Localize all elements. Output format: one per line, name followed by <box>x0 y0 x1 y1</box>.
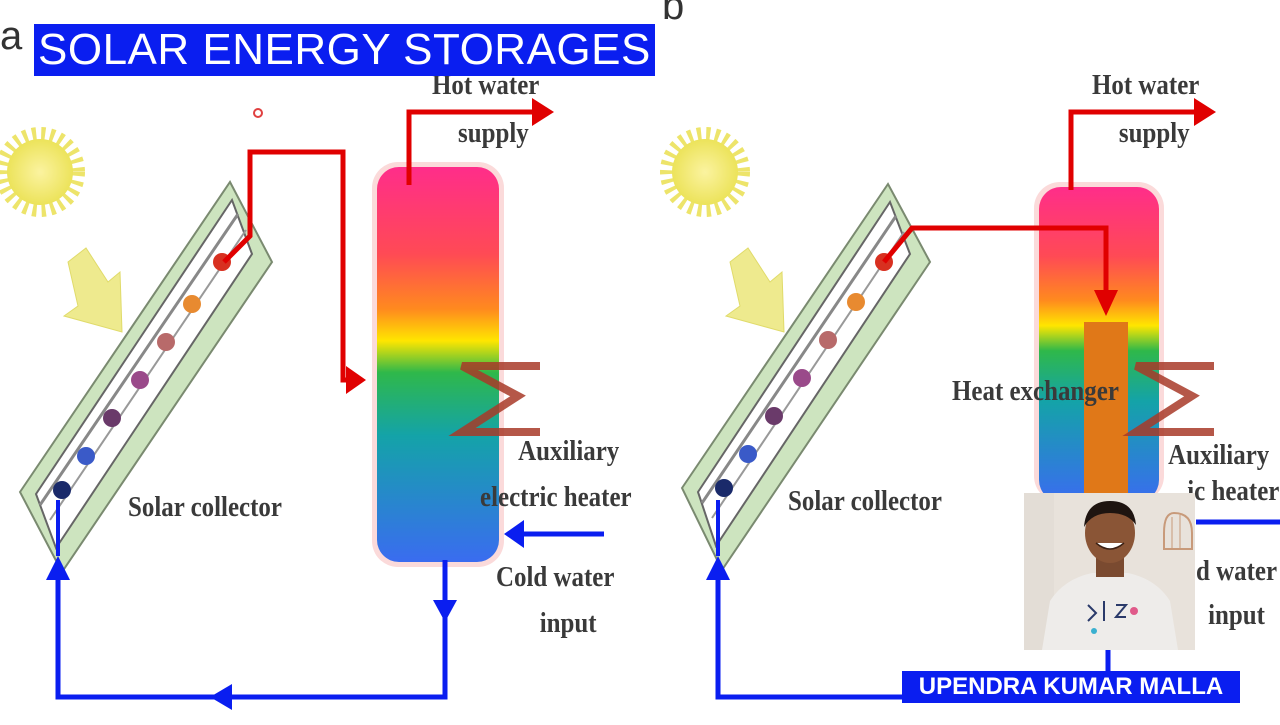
cold-water-label-b: d water input <box>1196 555 1278 632</box>
auxiliary-heater-icon <box>1122 362 1214 436</box>
panel-a <box>0 98 604 710</box>
hot-supply-arrow-b <box>1194 98 1216 126</box>
up-arrow-b <box>706 556 730 580</box>
panel-b-letter: b <box>662 0 685 28</box>
panel-b <box>660 98 1280 700</box>
cold-water-line2: input <box>539 606 597 639</box>
panel-a-letter: a <box>0 14 23 58</box>
up-arrow-a <box>46 556 70 580</box>
hot-supply-pipe-a <box>406 109 534 185</box>
solar-collector-label-a: Solar collector <box>128 491 282 523</box>
sunlight-arrow-icon <box>62 247 123 333</box>
sun-icon <box>0 127 85 217</box>
hot-arrow-b <box>1094 290 1118 316</box>
marker-dot <box>253 108 263 118</box>
hot-supply-arrow-a <box>532 98 554 126</box>
cold-water-line1: Cold water <box>496 561 615 593</box>
auxiliary-line2: electric heater <box>480 480 632 513</box>
hot-supply-pipe-b <box>1068 109 1196 190</box>
heat-exchanger-icon <box>1084 322 1128 502</box>
presenter-avatar-icon <box>1024 493 1195 650</box>
solar-collector-label-b: Solar collector <box>788 485 942 517</box>
hot-water-supply-label-a: Hot water supply <box>432 69 539 150</box>
hot-water-line1: Hot water <box>1092 69 1200 101</box>
cold-input-arrow-a <box>504 520 524 548</box>
hot-pipe-b <box>882 225 1109 290</box>
auxiliary-line1: Auxiliary <box>518 435 620 467</box>
sun-icon <box>660 127 750 217</box>
cold-water-label-a: Cold water input <box>496 561 615 640</box>
hot-water-supply-label-b: Hot water supply <box>1092 69 1200 150</box>
down-arrow-a <box>433 600 457 622</box>
hot-pipe-a <box>222 149 350 383</box>
page-title: SOLAR ENERGY STORAGES <box>34 24 655 76</box>
cold-return-pipe-a <box>55 560 448 700</box>
presenter-name: UPENDRA KUMAR MALLA <box>902 671 1240 703</box>
hot-water-line2: supply <box>1118 116 1190 149</box>
cold-water-line2: input <box>1208 598 1265 631</box>
auxiliary-line2: ic heater <box>1187 474 1280 507</box>
cold-water-line1: d water <box>1196 555 1278 587</box>
auxiliary-heater-label-a: Auxiliary electric heater <box>480 435 632 514</box>
solar-collector <box>18 180 274 574</box>
auxiliary-heater-icon <box>448 362 540 436</box>
left-arrow-a <box>210 684 232 710</box>
hot-water-line2: supply <box>458 116 529 149</box>
auxiliary-heater-label-b: Auxiliary ic heater <box>1158 439 1280 508</box>
hot-arrow-a <box>346 366 366 394</box>
auxiliary-line1: Auxiliary <box>1168 439 1270 471</box>
solar-collector <box>680 182 932 572</box>
sunlight-arrow-icon <box>724 247 785 333</box>
heat-exchanger-label: Heat exchanger <box>952 375 1119 407</box>
presenter-photo <box>1024 493 1195 650</box>
